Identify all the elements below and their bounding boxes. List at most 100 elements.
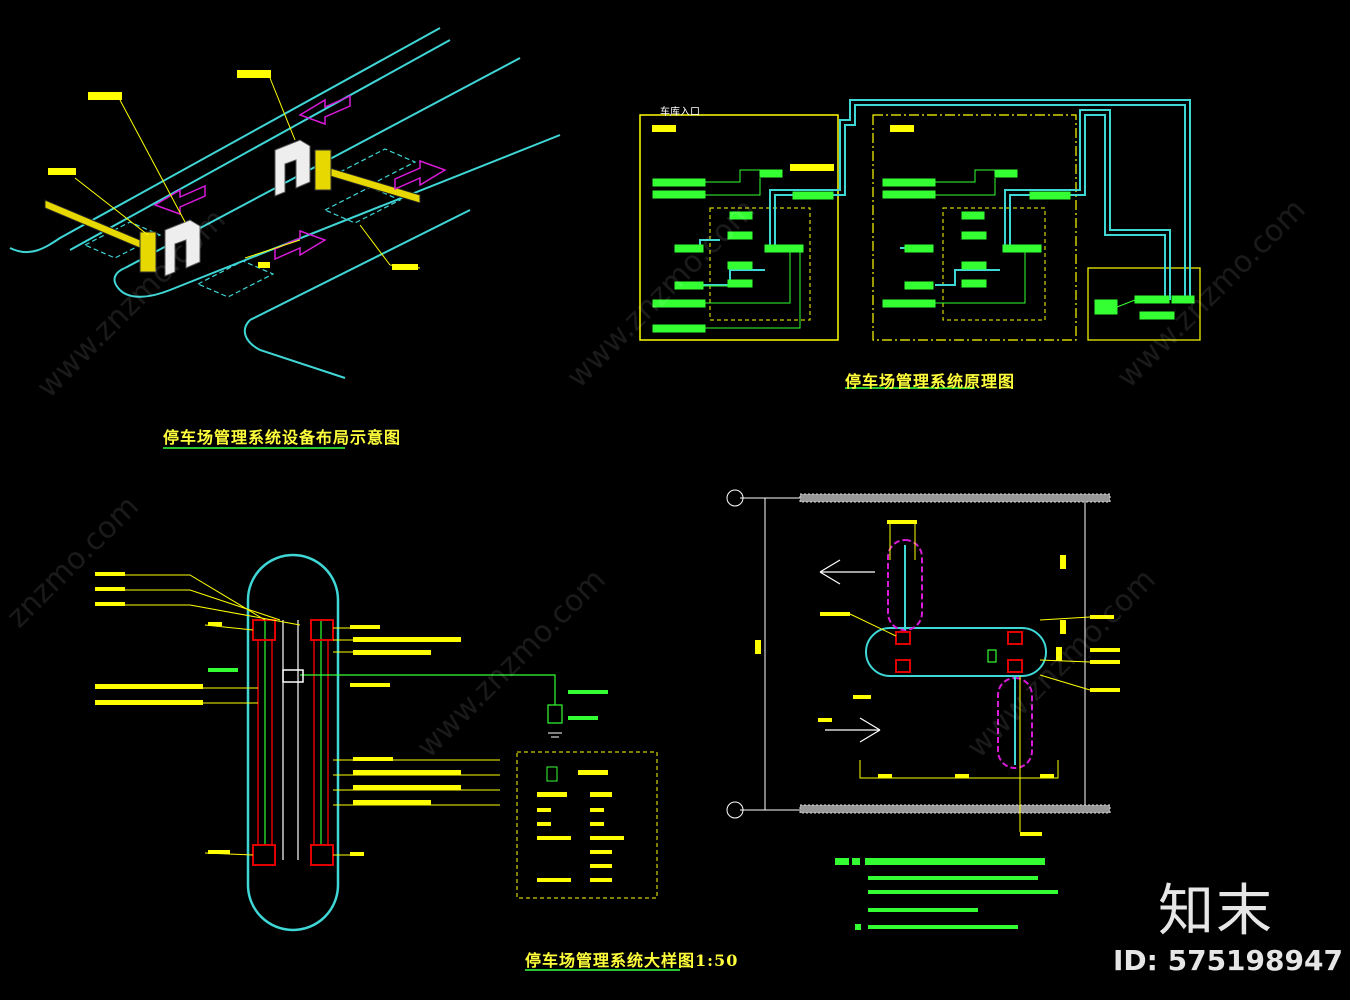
leader-line <box>119 99 186 223</box>
module <box>792 191 834 200</box>
barrier-gate <box>139 231 157 273</box>
legend-item <box>537 808 551 812</box>
leader <box>849 613 897 637</box>
legend-item <box>537 836 571 840</box>
leader <box>95 604 301 626</box>
module <box>1139 311 1175 320</box>
annotation-bar <box>353 770 461 775</box>
dim-mark <box>955 774 969 778</box>
legend-box <box>516 751 658 899</box>
leader-line <box>359 224 391 266</box>
label-plate <box>237 70 271 78</box>
module <box>727 231 753 240</box>
label-plate <box>392 264 418 270</box>
connector <box>935 178 996 196</box>
direction-arrow <box>153 184 206 216</box>
connector <box>1116 299 1136 308</box>
leader <box>95 574 266 621</box>
road-edge <box>69 39 451 251</box>
module <box>727 279 753 288</box>
brand-watermark: 知末 <box>1158 879 1274 944</box>
ticket-box <box>987 649 997 663</box>
leader-line <box>74 177 149 236</box>
road-edge <box>119 134 561 298</box>
annotation-bar <box>353 757 393 761</box>
module <box>904 244 934 253</box>
device-box <box>895 631 911 645</box>
module <box>961 261 987 270</box>
connector <box>705 252 791 304</box>
detail-title-text: 停车场管理系统大样图 <box>525 951 696 970</box>
parking-bay <box>196 260 275 298</box>
image-id: ID: 575198947 <box>1113 944 1343 977</box>
grid-bubble <box>726 801 744 819</box>
module <box>759 169 783 178</box>
leader <box>1039 616 1091 621</box>
entry-dash-zone <box>709 207 811 321</box>
module <box>764 244 804 253</box>
device-box <box>895 659 911 673</box>
label-plate <box>652 125 676 132</box>
module <box>674 244 704 253</box>
cable <box>1004 109 1171 300</box>
detail-title: 停车场管理系统大样图1:50 <box>525 947 738 971</box>
module <box>904 281 934 290</box>
note-bullet <box>855 924 861 930</box>
detail-title-scale: 1:50 <box>695 951 739 970</box>
note-header <box>852 858 860 865</box>
management-panel <box>1087 267 1201 341</box>
annotation-bar <box>350 683 390 687</box>
annotation-bar <box>353 785 461 790</box>
dim-mark <box>1090 648 1120 652</box>
cable <box>935 269 1000 286</box>
label-plate <box>88 92 122 100</box>
dim-mark <box>1060 555 1066 569</box>
annotation-bar <box>95 684 203 689</box>
legend-item <box>590 864 612 868</box>
cable <box>769 99 1191 300</box>
legend-item <box>590 836 624 840</box>
legend-item <box>590 878 612 882</box>
device-box <box>252 619 276 641</box>
ticket-machine <box>164 219 201 277</box>
leader <box>95 589 281 621</box>
leader-line <box>269 77 296 141</box>
connector <box>705 252 801 329</box>
label-plate <box>890 125 914 132</box>
leader <box>1039 659 1091 663</box>
connector <box>935 252 1026 304</box>
cable <box>1009 114 1166 300</box>
annotation-bar <box>208 850 230 854</box>
principle-title: 停车场管理系统原理图 <box>845 372 1016 391</box>
dim-mark <box>1090 615 1114 619</box>
island-outline <box>246 553 340 932</box>
annotation-bar <box>568 716 598 720</box>
leader <box>1039 674 1091 691</box>
dim-mark <box>1060 620 1066 634</box>
direction-arrow <box>298 94 351 126</box>
module <box>882 299 936 308</box>
direction-arrow <box>274 229 327 261</box>
ticket-machine <box>274 139 311 197</box>
direction-arrow <box>394 159 447 191</box>
module <box>1171 295 1195 304</box>
module <box>652 324 706 333</box>
legend-symbol <box>546 766 558 782</box>
legend-item <box>537 822 551 826</box>
legend-item <box>590 792 612 797</box>
dim-mark <box>818 718 832 722</box>
legend-item <box>537 878 571 882</box>
road-edge <box>243 319 346 379</box>
parking-bay <box>323 186 402 224</box>
cable <box>774 104 1186 300</box>
module <box>994 169 1018 178</box>
dim-mark <box>1090 660 1120 664</box>
annotation-bar <box>208 668 238 672</box>
road-edge <box>249 209 471 321</box>
annotation-bar <box>95 602 125 606</box>
dim-mark <box>887 520 917 524</box>
dim-mark <box>853 695 871 699</box>
device-box <box>310 619 334 641</box>
dim-mark <box>1090 688 1120 692</box>
